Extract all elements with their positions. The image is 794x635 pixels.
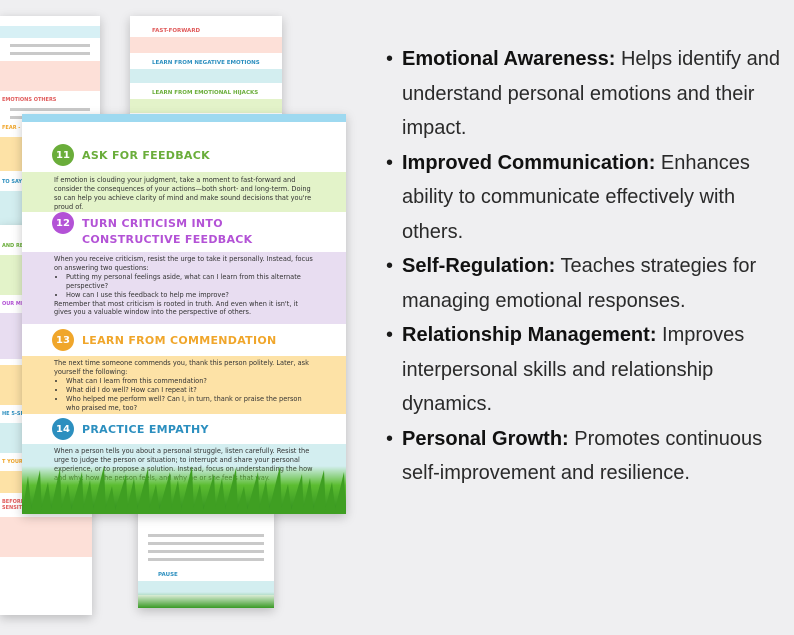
back-heading: T YOUR V <box>2 459 29 465</box>
back-heading: EMOTIONS OTHERS <box>2 97 57 103</box>
benefit-term: Improved Communication: <box>402 151 656 174</box>
list-item: How can I use this feedback to help me i… <box>66 291 316 300</box>
section-text: If emotion is clouding your judgment, ta… <box>54 176 312 211</box>
background-page-top: FAST-FORWARD LEARN FROM NEGATIVE EMOTION… <box>130 16 282 128</box>
section-body-13: The next time someone commends you, than… <box>22 356 346 414</box>
back-heading: HE 5-SECO <box>2 411 32 417</box>
section-intro: The next time someone commends you, than… <box>54 359 309 376</box>
back-heading: LEARN FROM NEGATIVE EMOTIONS <box>152 60 260 66</box>
benefit-term: Emotional Awareness: <box>402 48 616 70</box>
benefit-text: Improves interpersonal skills and relati… <box>402 324 745 415</box>
section-body-11: If emotion is clouding your judgment, ta… <box>22 172 346 212</box>
list-item: What did I do well? How can I repeat it? <box>66 386 316 395</box>
back-heading: AND REFLEC <box>2 243 37 249</box>
background-page-bottom: PAUSE <box>138 500 274 608</box>
benefit-text: Enhances ability to communicate effectiv… <box>402 151 750 243</box>
back-heading: OUR MISS <box>2 301 30 307</box>
list-item: Relationship Management: Improves interp… <box>386 318 786 422</box>
back-heading: PAUSE <box>158 572 178 578</box>
step-number-14: 14 <box>52 418 74 440</box>
grass-decoration <box>22 466 346 514</box>
back-heading: TO SAY <box>2 179 23 185</box>
list-item: Putting my personal feelings aside, what… <box>66 273 316 291</box>
section-outro: Remember that most criticism is rooted i… <box>54 299 298 317</box>
list-item: Personal Growth: Promotes continuous sel… <box>386 422 786 491</box>
step-number-13: 13 <box>52 329 74 351</box>
back-heading: LEARN FROM EMOTIONAL HIJACKS <box>152 90 259 96</box>
list-item: Self-Regulation: Teaches strategies for … <box>386 249 786 318</box>
step-number-11: 11 <box>52 144 74 166</box>
section-title-criticism: TURN CRITICISM INTO CONSTRUCTIVE FEEDBAC… <box>82 217 253 246</box>
list-item: Improved Communication: Enhances ability… <box>386 146 786 250</box>
list-item: What can I learn from this commendation? <box>66 377 316 386</box>
worksheet-page: 11 ASK FOR FEEDBACK If emotion is cloudi… <box>22 114 346 514</box>
section-body-12: When you receive criticism, resist the u… <box>22 252 346 324</box>
benefit-term: Relationship Management: <box>402 324 657 346</box>
back-heading: FAST-FORWARD <box>152 28 201 34</box>
section-intro: When you receive criticism, resist the u… <box>54 255 313 272</box>
benefit-term: Personal Growth: <box>402 427 569 450</box>
list-item: Emotional Awareness: Helps identify and … <box>386 42 786 146</box>
benefit-text: Promotes continuous self-improvement and… <box>402 427 763 485</box>
section-title-empathy: PRACTICE EMPATHY <box>82 423 209 436</box>
list-item: Who helped me perform well? Can I, in tu… <box>66 395 316 413</box>
benefits-list: Emotional Awareness: Helps identify and … <box>386 42 786 491</box>
top-bar <box>22 114 346 122</box>
step-number-12: 12 <box>52 212 74 234</box>
benefit-text: Helps identify and understand personal e… <box>402 48 780 139</box>
section-title-ask-feedback: ASK FOR FEEDBACK <box>82 149 210 162</box>
benefit-text: Teaches strategies for managing emotiona… <box>402 255 757 312</box>
section-title-commendation: LEARN FROM COMMENDATION <box>82 334 277 347</box>
benefit-term: Self-Regulation: <box>402 255 556 277</box>
